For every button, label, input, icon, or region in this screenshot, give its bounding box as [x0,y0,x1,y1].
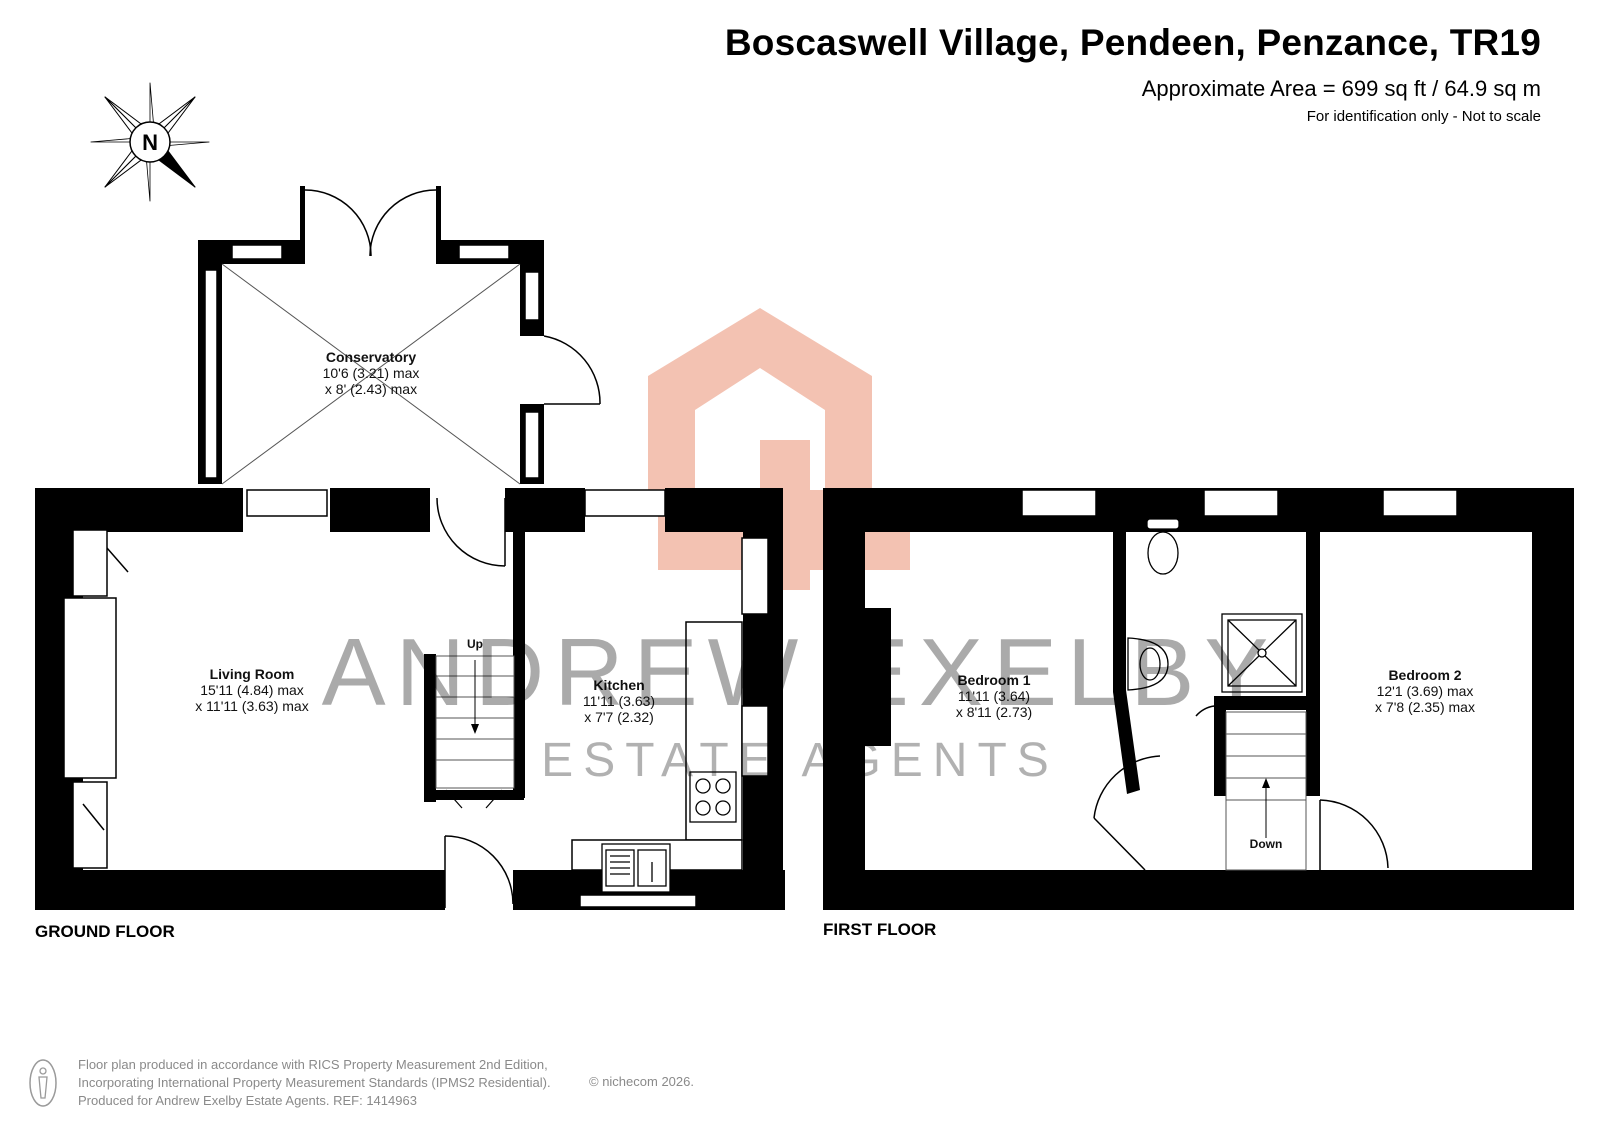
kitchen-dim2: x 7'7 (2.32) [584,709,654,725]
footer-line3: Produced for Andrew Exelby Estate Agents… [78,1093,417,1108]
alcove-cupboards [63,529,129,869]
conservatory-side-door [543,335,601,405]
bedroom2-name: Bedroom 2 [1388,667,1461,683]
watermark-line2: ESTATE AGENTS [541,734,1059,787]
ground-floor-label: GROUND FLOOR [35,922,175,941]
conservatory-roof-lines [221,263,521,485]
first-floor-stairs [1225,711,1307,871]
living-room-name: Living Room [210,666,295,682]
hob-icon [689,771,737,823]
footer-line2: Incorporating International Property Mea… [78,1075,551,1090]
living-room-dim1: 15'11 (4.84) max [200,682,304,698]
shower-icon [1221,613,1303,693]
first-floor-windows [1021,489,1458,517]
bedroom2-dim2: x 7'8 (2.35) max [1375,699,1475,715]
bedroom1-door [1093,755,1161,871]
sink-icon [601,843,671,893]
ground-windows [246,489,697,908]
bedroom1-name: Bedroom 1 [957,672,1030,688]
living-room-dim2: x 11'11 (3.63) max [195,698,308,714]
bedroom2-dim1: 12'1 (3.69) max [1377,683,1474,699]
living-room-door [436,497,506,567]
basin-icon [1127,637,1169,691]
toilet-icon [1146,518,1180,575]
french-doors [304,189,437,257]
north-compass-icon: N [90,82,210,202]
ground-stairs [435,655,515,789]
bedroom1-dim1: 11'11 (3.64) [958,688,1030,704]
first-floor-walls [823,488,1574,910]
approximate-area: Approximate Area = 699 sq ft / 64.9 sq m [1141,76,1541,101]
front-door [444,835,514,908]
conservatory-name: Conservatory [326,349,416,365]
footer-credit: © nichecom 2026. [589,1074,694,1089]
stairs-down-label: Down [1250,837,1283,851]
first-floor-label: FIRST FLOOR [823,920,937,939]
conservatory-dim2: x 8' (2.43) max [325,381,417,397]
compass-letter: N [142,130,158,155]
measurement-person-icon [29,1059,57,1107]
ground-floor-plan: Up Cons [35,186,785,910]
conservatory-windows [204,244,540,479]
bedroom1-dim2: x 8'11 (2.73) [956,704,1032,720]
conservatory-dim1: 10'6 (3.21) max [323,365,420,381]
property-address: Boscaswell Village, Pendeen, Penzance, T… [724,22,1541,63]
conservatory-walls [198,186,544,484]
stairs-up-label: Up [467,637,483,651]
understairs-doors [445,789,503,809]
bedroom2-door [1319,799,1389,870]
footer-notes: Floor plan produced in accordance with R… [78,1056,551,1110]
first-floor-plan: Down Bedroom 1 11'11 (3.64) x 8'11 (2.73… [823,488,1574,910]
kitchen-name: Kitchen [593,677,644,693]
identification-disclaimer: For identification only - Not to scale [1306,108,1541,125]
footer-line1: Floor plan produced in accordance with R… [78,1057,548,1072]
kitchen-units [571,537,769,871]
watermark-line1: ANDREW EXELBY [322,619,1279,726]
kitchen-dim1: 11'11 (3.63) [583,693,655,709]
